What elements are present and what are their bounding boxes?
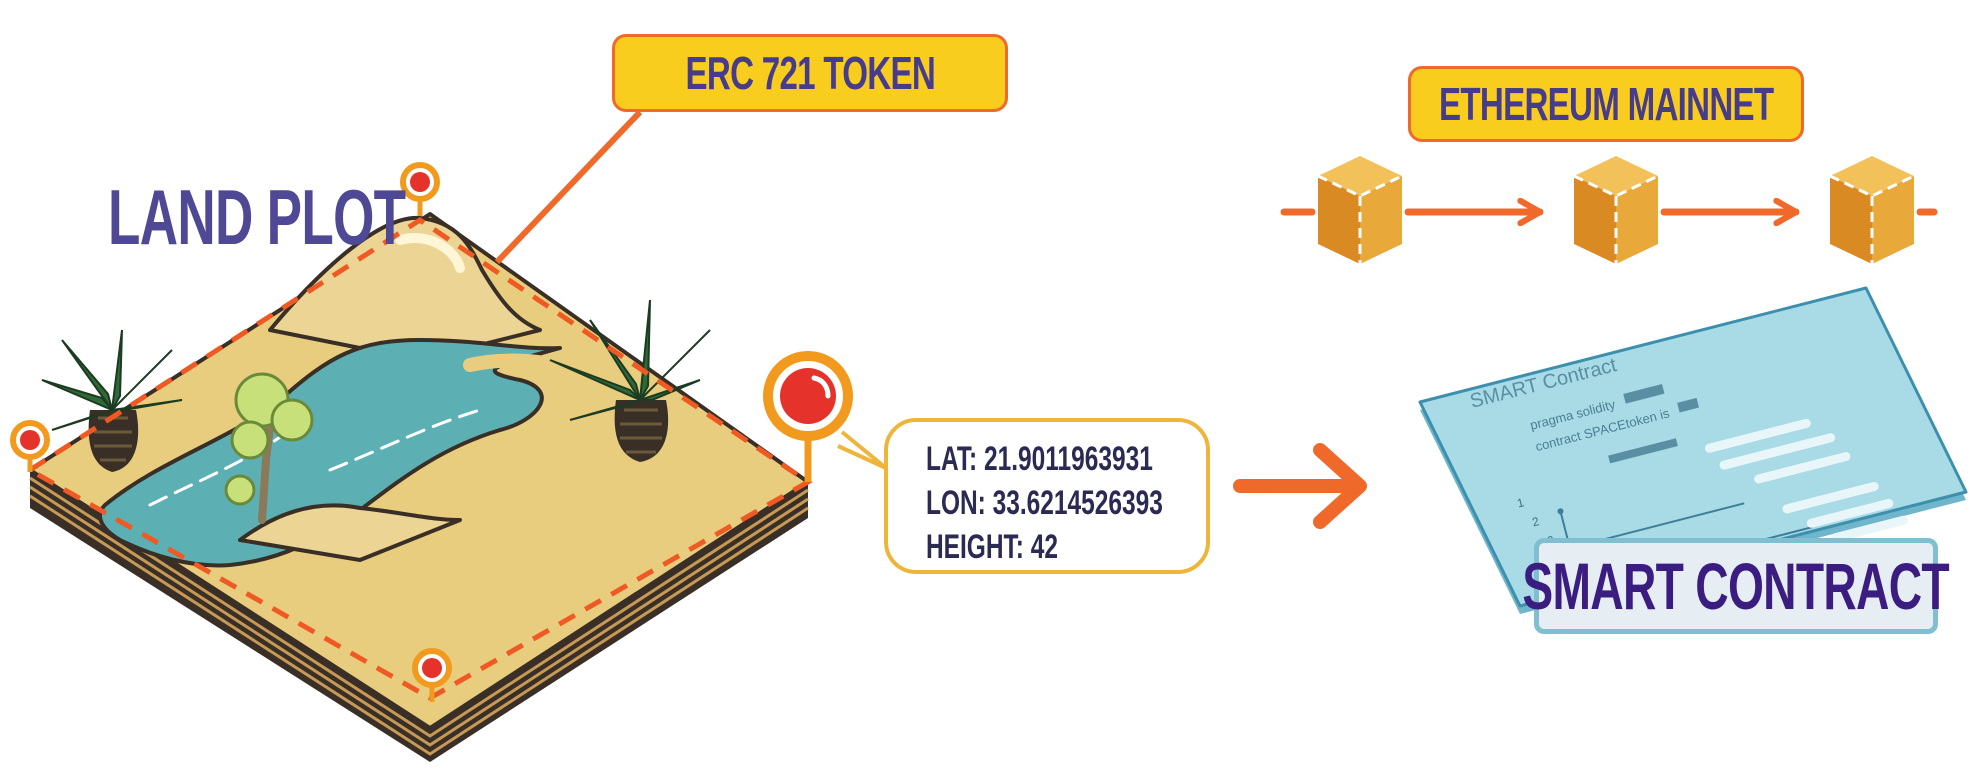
contract-line-number: 2 — [1531, 514, 1541, 529]
blockchain-block-icon — [1573, 156, 1659, 264]
coordinates-box: LAT: 21.9011963931 LON: 33.6214526393 HE… — [884, 418, 1210, 574]
erc-token-text: ERC 721 TOKEN — [685, 47, 935, 99]
contract-line-number: 1 — [1515, 495, 1525, 510]
longitude-text: LON: 33.6214526393 — [926, 484, 1163, 522]
blockchain-block-icon — [1317, 156, 1403, 264]
smart-contract-text: SMART CONTRACT — [1522, 549, 1950, 623]
erc-token-label: ERC 721 TOKEN — [612, 34, 1008, 112]
land-plot-text: LAND PLOT — [108, 173, 406, 261]
map-pin-icon — [412, 648, 452, 702]
network-text: ETHEREUM MAINNET — [1438, 78, 1774, 130]
palm-tree-icon — [41, 329, 183, 472]
palm-tree-icon — [549, 299, 711, 462]
smart-contract-label: SMART CONTRACT — [1523, 538, 1950, 634]
map-pin-icon — [400, 162, 440, 216]
coordinates-connector — [837, 430, 888, 470]
map-pin-icon — [10, 420, 50, 472]
network-label: ETHEREUM MAINNET — [1408, 66, 1804, 142]
latitude-text: LAT: 21.9011963931 — [926, 440, 1153, 478]
tree-icon — [224, 372, 314, 524]
river — [98, 338, 562, 568]
land-plot-title: LAND PLOT — [108, 172, 545, 261]
land-plot-illustration — [10, 162, 853, 762]
blockchain-block-icon — [1829, 156, 1915, 264]
height-text: HEIGHT: 42 — [926, 528, 1058, 566]
smart-contract-document: SMART Contract pragma solidity contract … — [1418, 286, 1968, 623]
arrow-right-icon — [1233, 443, 1367, 529]
erc-token-connector — [494, 109, 643, 265]
map-pin-icon — [763, 351, 853, 482]
